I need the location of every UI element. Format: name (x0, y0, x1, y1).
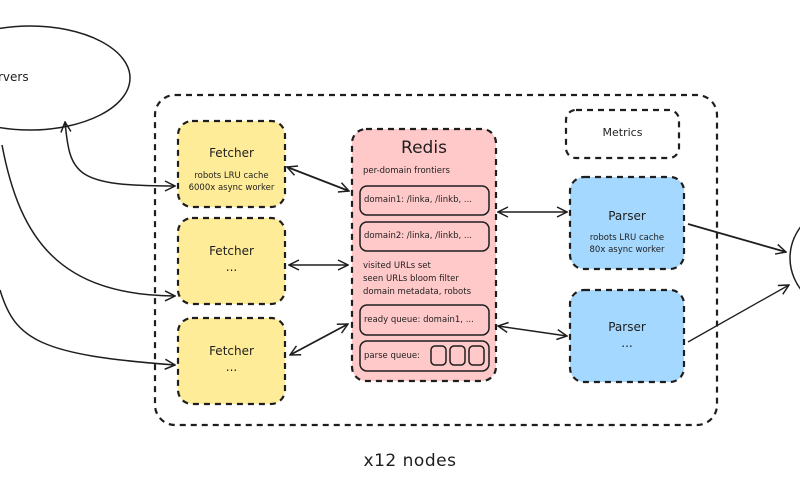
fetcher-1-title: Fetcher (209, 146, 254, 160)
frontier-1-text: domain1: /linka, /linkb, ... (364, 195, 472, 205)
arrow-servers-fetcher-2 (1, 144, 175, 296)
arrow-fetcher1-redis (287, 167, 349, 191)
parser-2-title: Parser (608, 320, 646, 334)
parse-queue-box (359, 340, 490, 372)
fetcher-box-2[interactable] (176, 216, 287, 306)
frontier-2-box (359, 221, 490, 252)
fetcher-box-1[interactable] (176, 119, 287, 209)
fetcher-box-3[interactable] (176, 316, 287, 406)
servers-label: rvers (0, 70, 29, 84)
redis-frontiers-label: per-domain frontiers (363, 166, 450, 176)
frontier-1-box (359, 185, 490, 216)
cluster-boundary (153, 93, 719, 427)
arrow-servers-fetcher-1 (65, 122, 175, 186)
metrics-title: Metrics (602, 126, 643, 139)
output-ellipse (789, 226, 800, 290)
cluster-multiplier-label: x12 nodes (363, 451, 457, 471)
redis-info-3: domain metadata, robots (363, 287, 472, 297)
fetcher-2-line-1: ... (225, 260, 238, 274)
metrics-box[interactable] (564, 108, 681, 160)
arrow-fetcher3-redis (290, 323, 348, 356)
redis-title: Redis (401, 138, 447, 158)
parser-1-line-2: 80x async worker (589, 245, 665, 255)
fetcher-1-line-2: 6000x async worker (188, 183, 275, 193)
fetcher-2-title: Fetcher (209, 244, 254, 258)
parse-queue-slot-3 (468, 345, 485, 366)
frontier-2-text: domain2: /linka, /linkb, ... (364, 231, 472, 241)
ready-queue-text: ready queue: domain1, ... (364, 315, 474, 325)
arrow-redis-parser2 (498, 326, 567, 336)
redis-info-2: seen URLs bloom filter (363, 274, 459, 284)
parse-queue-slot-1 (430, 345, 447, 366)
parse-queue-slot-2 (449, 345, 466, 366)
fetcher-1-line-1: robots LRU cache (194, 171, 269, 181)
parser-box-2[interactable] (568, 288, 686, 384)
fetcher-3-line-1: ... (225, 360, 238, 374)
arrow-servers-fetcher-3 (0, 289, 175, 365)
redis-box[interactable] (350, 127, 498, 383)
redis-info-1: visited URLs set (363, 261, 431, 271)
parse-queue-text: parse queue: (364, 351, 420, 361)
servers-ellipse (0, 25, 131, 131)
parser-1-title: Parser (608, 209, 646, 223)
ready-queue-box (359, 304, 490, 336)
parser-2-line-1: ... (621, 336, 633, 350)
parser-1-line-1: robots LRU cache (589, 233, 665, 243)
arrow-parser2-output (687, 285, 789, 343)
parser-box-1[interactable] (568, 175, 686, 271)
arrow-parser1-output (687, 223, 786, 252)
fetcher-3-title: Fetcher (209, 344, 254, 358)
